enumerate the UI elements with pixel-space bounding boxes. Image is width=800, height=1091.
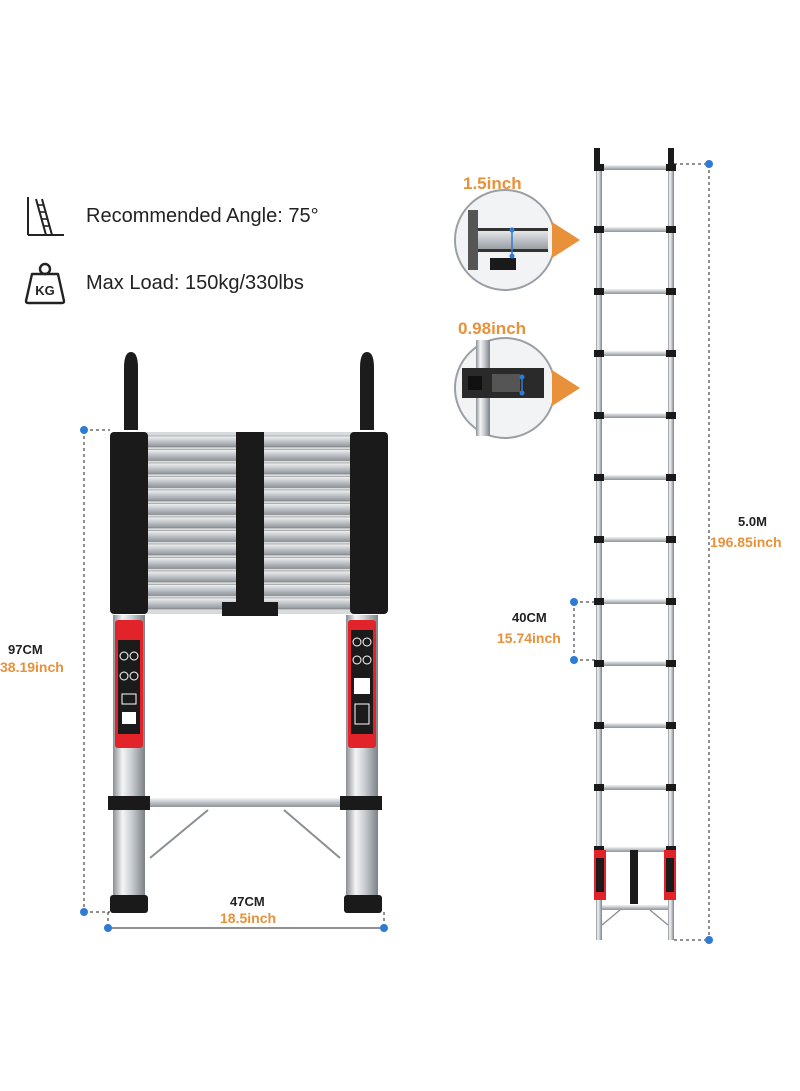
- rung-spacing-dimension: [570, 598, 596, 664]
- collapsed-rung-stack: [110, 432, 388, 616]
- left-hook: [124, 352, 138, 430]
- bottom-rung: [150, 798, 340, 807]
- rung-spacing-in-label: 15.74inch: [497, 630, 561, 646]
- marker-dot: [80, 426, 88, 434]
- rung-collar: [594, 288, 604, 295]
- rung-collar: [666, 350, 676, 357]
- rung-collar: [594, 846, 604, 853]
- extended-ladder: [594, 148, 676, 940]
- extended-left-rail: [596, 165, 602, 940]
- rung-collar: [594, 226, 604, 233]
- rung-collar: [594, 350, 604, 357]
- rung-collar: [666, 846, 676, 853]
- right-safety-label: [348, 620, 376, 748]
- width-in-label: 18.5inch: [220, 910, 277, 926]
- rung-collar: [594, 412, 604, 419]
- extended-rung: [600, 413, 670, 418]
- extended-right-rail: [668, 165, 674, 940]
- rung-collar: [666, 474, 676, 481]
- right-hook: [360, 352, 374, 430]
- extended-rung: [600, 289, 670, 294]
- extended-rung: [600, 599, 670, 604]
- rung-collar: [594, 660, 604, 667]
- rung-collar: [594, 536, 604, 543]
- marker-dot: [705, 160, 713, 168]
- rung-collar: [666, 784, 676, 791]
- width-dimension: [104, 912, 388, 932]
- extended-rung: [600, 227, 670, 232]
- extended-rung: [600, 661, 670, 666]
- rung-collar: [666, 598, 676, 605]
- rung-collar: [594, 784, 604, 791]
- weight-icon: KG: [24, 262, 66, 305]
- marker-dot: [104, 924, 112, 932]
- rung-collar: [666, 722, 676, 729]
- collapsed-ladder: [108, 352, 388, 913]
- extended-rung: [600, 165, 670, 170]
- marker-dot: [80, 908, 88, 916]
- rung-collar: [594, 722, 604, 729]
- collapsed-height-in-label: 38.19inch: [0, 659, 64, 675]
- left-foot: [110, 895, 148, 913]
- load-spec: KG Max Load: 150kg/330lbs: [22, 260, 304, 306]
- marker-dot: [570, 656, 578, 664]
- extended-rung: [600, 785, 670, 790]
- extended-height-m-label: 5.0M: [738, 514, 767, 529]
- extended-rung: [600, 537, 670, 542]
- extended-rung: [600, 847, 670, 852]
- extended-rung: [600, 351, 670, 356]
- rung-collar: [666, 288, 676, 295]
- left-safety-label: [115, 620, 143, 748]
- rung-collar: [594, 474, 604, 481]
- collapsed-height-cm-label: 97CM: [8, 642, 43, 657]
- rung-collar: [666, 412, 676, 419]
- rung-collar: [594, 598, 604, 605]
- angle-spec-text: Recommended Angle: 75°: [86, 204, 319, 227]
- weight-icon-label: KG: [35, 283, 55, 298]
- rung-gap-label: 0.98inch: [458, 319, 527, 338]
- rung-depth-detail: [454, 189, 580, 291]
- marker-dot: [705, 936, 713, 944]
- rung-gap-detail: [454, 337, 580, 439]
- ladder-angle-icon: [27, 197, 64, 236]
- collapsed-height-dimension: [80, 426, 110, 916]
- rung-collar: [666, 660, 676, 667]
- extended-height-dimension: [674, 160, 713, 944]
- rung-collar: [594, 164, 604, 171]
- extended-height-in-label: 196.85inch: [710, 534, 782, 550]
- rung-depth-label: 1.5inch: [463, 174, 522, 193]
- extended-rung: [600, 723, 670, 728]
- rung-collar: [666, 226, 676, 233]
- width-cm-label: 47CM: [230, 894, 265, 909]
- right-foot: [344, 895, 382, 913]
- rung-spacing-cm-label: 40CM: [512, 610, 547, 625]
- extended-right-hook: [668, 148, 674, 170]
- marker-dot: [380, 924, 388, 932]
- rung-collar: [666, 164, 676, 171]
- marker-dot: [570, 598, 578, 606]
- load-spec-text: Max Load: 150kg/330lbs: [86, 271, 304, 294]
- extended-left-hook: [594, 148, 600, 170]
- rung-collar: [666, 536, 676, 543]
- extended-rung: [600, 475, 670, 480]
- angle-spec: Recommended Angle: 75°: [22, 193, 319, 239]
